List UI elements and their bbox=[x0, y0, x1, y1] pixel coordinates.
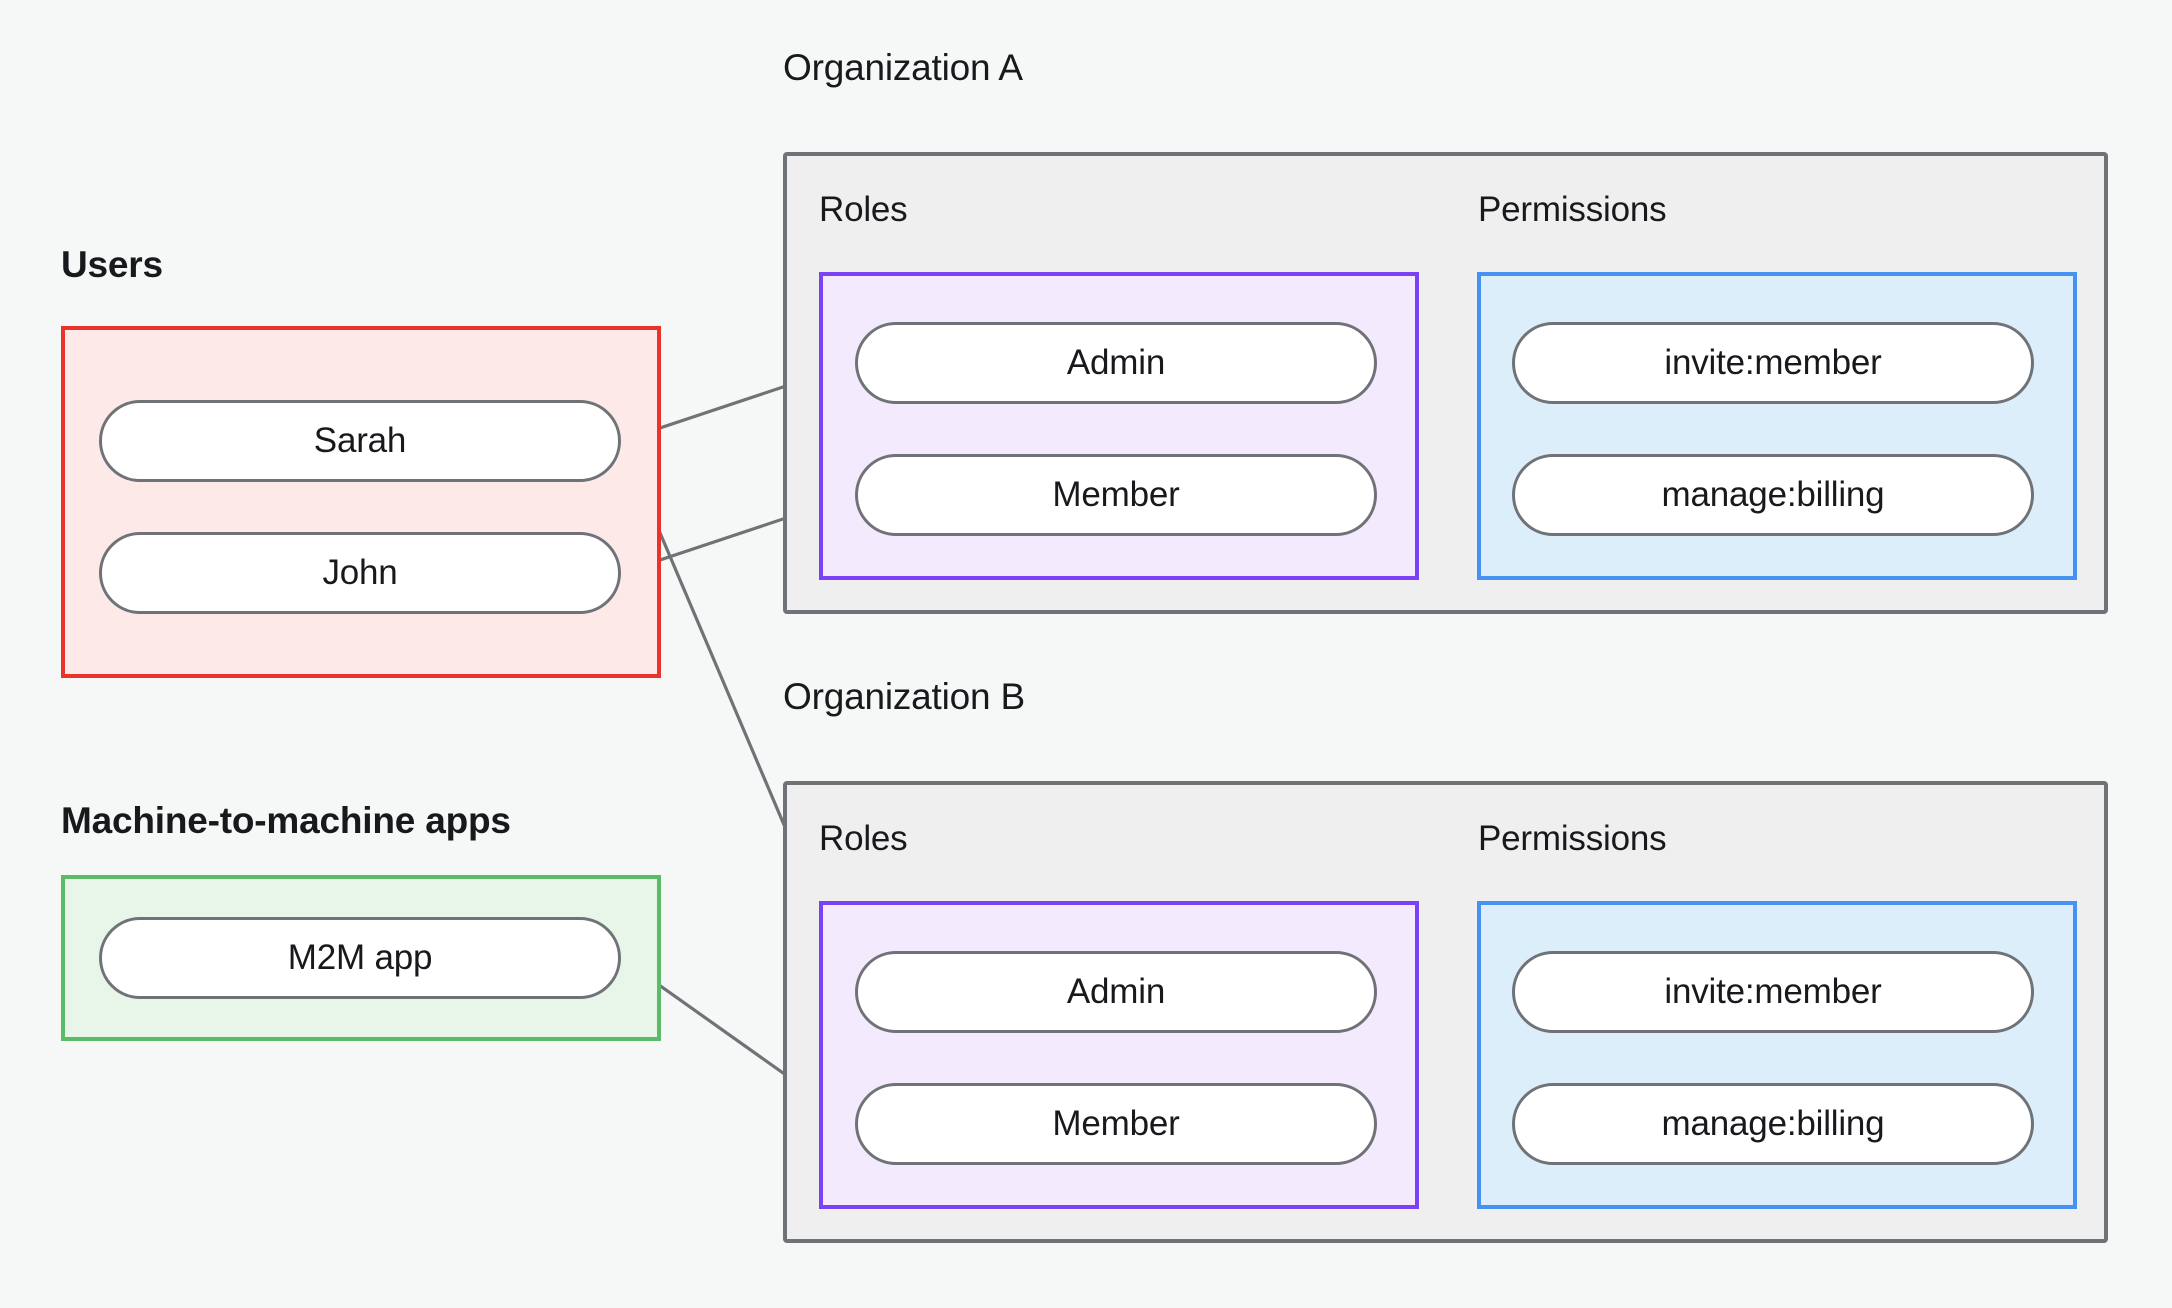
organization-b-role-member[interactable]: Member bbox=[855, 1083, 1377, 1165]
organization-b-permission-invite-member[interactable]: invite:member bbox=[1512, 951, 2034, 1033]
organization-a-role-admin[interactable]: Admin bbox=[855, 322, 1377, 404]
organization-b-permission-manage-billing[interactable]: manage:billing bbox=[1512, 1083, 2034, 1165]
users-section-title: Users bbox=[61, 244, 163, 285]
user-node-sarah[interactable]: Sarah bbox=[99, 400, 621, 482]
machine-apps-section-title: Machine-to-machine apps bbox=[61, 800, 511, 841]
users-container bbox=[61, 326, 661, 678]
machine-app-node-m2m[interactable]: M2M app bbox=[99, 917, 621, 999]
organization-b-permissions-label: Permissions bbox=[1478, 819, 1667, 858]
organization-a-permission-manage-billing[interactable]: manage:billing bbox=[1512, 454, 2034, 536]
organization-b-roles-label: Roles bbox=[819, 819, 908, 858]
organization-b-title: Organization B bbox=[783, 676, 1025, 717]
organization-a-title: Organization A bbox=[783, 47, 1023, 88]
organization-a-role-member[interactable]: Member bbox=[855, 454, 1377, 536]
organization-a-permission-invite-member[interactable]: invite:member bbox=[1512, 322, 2034, 404]
organization-b-role-admin[interactable]: Admin bbox=[855, 951, 1377, 1033]
organization-a-roles-label: Roles bbox=[819, 190, 908, 229]
user-node-john[interactable]: John bbox=[99, 532, 621, 614]
organization-a-permissions-label: Permissions bbox=[1478, 190, 1667, 229]
